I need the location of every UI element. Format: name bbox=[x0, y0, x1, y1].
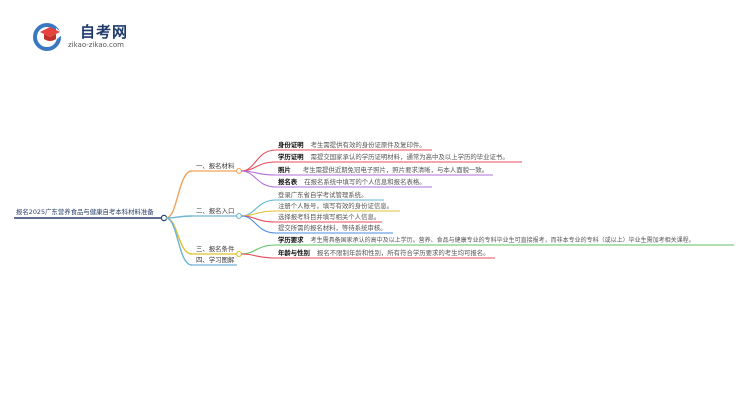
b1-item-4-text: 在报名系统中填写的个人信息和报名表格。 bbox=[304, 178, 426, 186]
b1-item-2-text: 需提交国家承认的学历证明材料，通常为高中及以上学历的毕业证书。 bbox=[310, 153, 509, 161]
b1-item-4-keyword: 报名表 bbox=[278, 178, 298, 186]
root-node bbox=[160, 214, 168, 222]
graduation-cap-icon bbox=[33, 23, 63, 51]
b1-item-2-keyword: 学历证明 bbox=[278, 153, 304, 161]
b3-item-1-text: 考生需具备国家承认的高中及以上学历。营养、食品与健康专业的专科毕业生可直接报考，… bbox=[310, 237, 695, 244]
b2-item-3: 选择报考科目并填写相关个人信息。 bbox=[278, 213, 381, 221]
branch-1-node bbox=[236, 168, 242, 174]
b3-item-2-keyword: 年龄与性别 bbox=[278, 249, 310, 257]
b2-item-1: 登录广东省自学考试管理系统。 bbox=[278, 191, 368, 199]
edge-b1-l4 bbox=[240, 170, 277, 188]
edge-b3-l2 bbox=[240, 253, 277, 259]
logo-title: 自考网 bbox=[80, 23, 129, 41]
b1-item-1-text: 考生需提供有效的身份证原件及复印件。 bbox=[310, 141, 426, 149]
branch-4-label: 四、学习图解 bbox=[196, 256, 235, 264]
b1-item-3: 照片 考生需提供近期免冠电子照片，照片要求清晰，与本人面貌一致。 bbox=[278, 166, 488, 174]
root-label: 报名2025广东营养食品与健康自考本科材料准备 bbox=[16, 208, 154, 216]
branch-1-label: 一、报名材料 bbox=[196, 162, 235, 170]
b1-item-3-text: 考生需提供近期免冠电子照片，照片要求清晰，与本人面貌一致。 bbox=[302, 166, 489, 174]
edge-branch-1 bbox=[165, 170, 193, 219]
edge-b2-l2 bbox=[240, 210, 277, 217]
branch-3-label: 三、报名条件 bbox=[196, 245, 235, 253]
b3-item-2: 年龄与性别 报名不限制年龄和性别，所有符合学历要求的考生均可报名。 bbox=[278, 249, 490, 257]
edge-branch-4 bbox=[165, 217, 193, 266]
b3-item-1-keyword: 学历要求 bbox=[278, 236, 304, 244]
b2-item-2: 注册个人账号，填写有效的身份证信息。 bbox=[278, 202, 394, 210]
edge-branch-3 bbox=[165, 217, 193, 255]
b2-item-4: 提交所需的报名材料，等待系统审核。 bbox=[278, 224, 387, 232]
logo: 自考网 zikao-zikao.com bbox=[32, 18, 162, 56]
b1-item-1-keyword: 身份证明 bbox=[278, 141, 304, 149]
b1-item-1: 身份证明 考生需提供有效的身份证原件及复印件。 bbox=[278, 141, 426, 149]
b3-item-2-text: 报名不限制年龄和性别，所有符合学历要求的考生均可报名。 bbox=[317, 249, 490, 257]
logo-subtitle: zikao-zikao.com bbox=[68, 41, 124, 49]
branch-3-node bbox=[236, 251, 242, 257]
edge-b2-l4 bbox=[240, 215, 277, 234]
edge-b2-l1 bbox=[240, 199, 277, 217]
edge-b3-l1 bbox=[240, 244, 277, 255]
b1-item-3-keyword: 照片 bbox=[278, 166, 291, 174]
edge-b1-l1 bbox=[240, 149, 277, 172]
branch-2-label: 二、报名入口 bbox=[196, 207, 235, 215]
b1-item-4: 报名表 在报名系统中填写的个人信息和报名表格。 bbox=[278, 178, 426, 186]
b1-item-2: 学历证明 需提交国家承认的学历证明材料，通常为高中及以上学历的毕业证书。 bbox=[278, 153, 509, 161]
branch-2-node bbox=[236, 213, 242, 219]
b3-item-1: 学历要求 考生需具备国家承认的高中及以上学历。营养、食品与健康专业的专科毕业生可… bbox=[278, 236, 695, 245]
